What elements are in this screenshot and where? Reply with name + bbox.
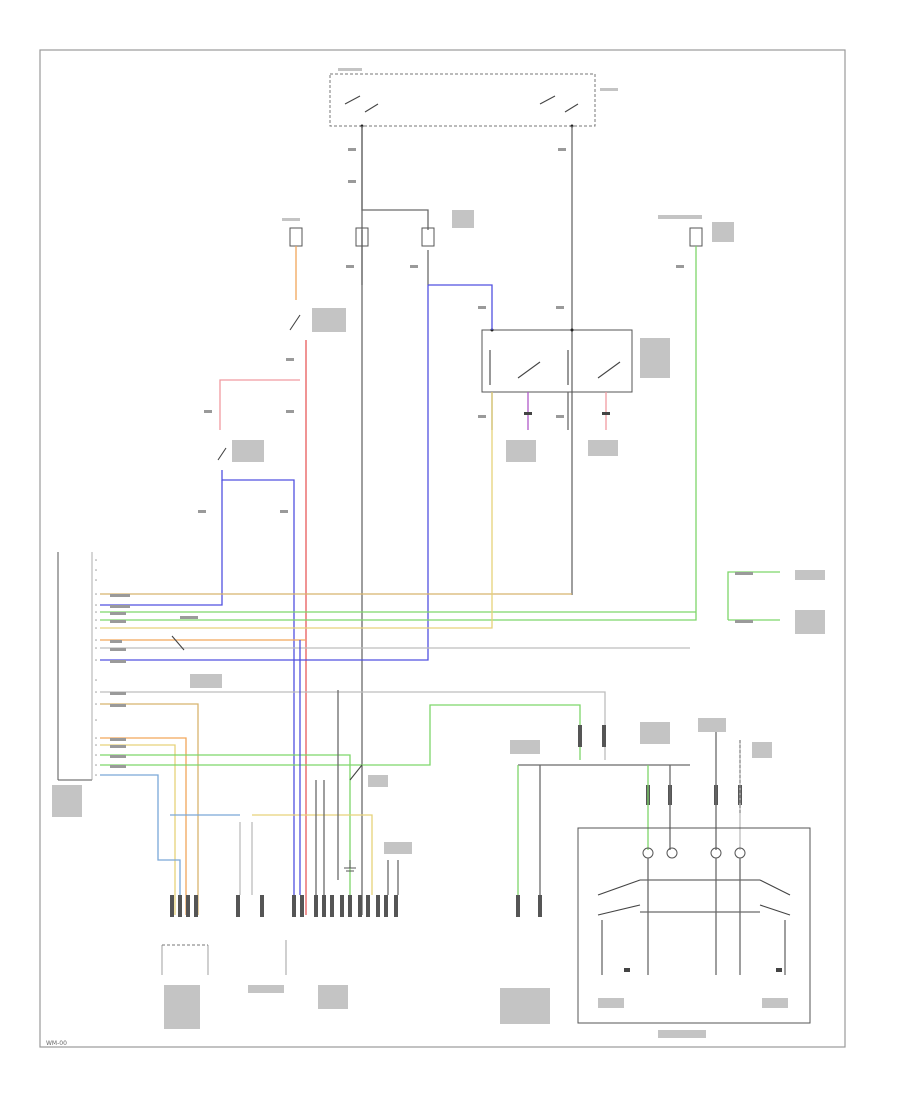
ignition-switch — [329, 73, 596, 128]
lamp-assembly — [577, 827, 811, 1024]
control-module-connector — [57, 552, 97, 781]
diagram-frame — [39, 49, 846, 1048]
lamp-icon — [642, 847, 746, 859]
bottom-connectors — [161, 895, 542, 975]
switch-contact-icon — [217, 314, 301, 461]
fuse-icon — [289, 227, 703, 247]
diagram-code: WM-00 — [46, 1040, 67, 1047]
component-captions — [52, 68, 825, 1038]
wire-code-marks — [110, 148, 753, 768]
ground-icon — [344, 860, 356, 872]
ignition-feed-wires — [361, 126, 573, 915]
switch-contact-icon — [171, 635, 185, 651]
relay-box — [481, 328, 633, 393]
control-module-harness — [100, 392, 696, 915]
switch-contact-icon — [349, 764, 363, 781]
switch-contact-icon — [344, 95, 579, 113]
